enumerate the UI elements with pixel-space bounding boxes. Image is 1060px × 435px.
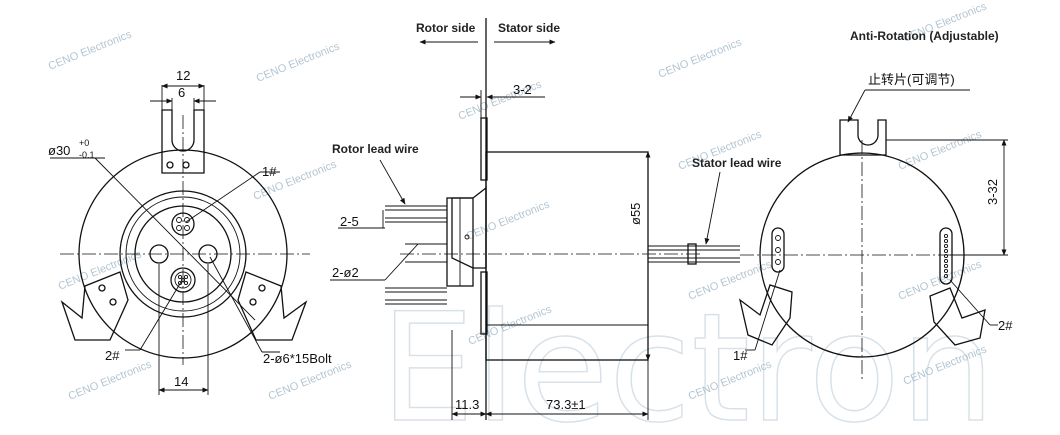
dim-14-label: 14	[174, 374, 188, 389]
watermark-7: CENO Electronics	[465, 198, 552, 243]
bolt-hole-left	[149, 244, 169, 264]
mark-1-label: 1#	[262, 164, 277, 179]
stop-piece-label: 止转片(可调节)	[868, 72, 955, 87]
front-view: 12 6 ø30 +0 -0.1 1# 2# 2-ø6*15Bolt 14	[48, 68, 332, 395]
rear-connector-2-pins	[943, 233, 949, 279]
watermark-1: CENO Electronics	[47, 28, 134, 73]
dim-2-5-label: 2-5	[340, 214, 359, 229]
bolt-label: 2-ø6*15Bolt	[263, 351, 332, 366]
rear-connector-1	[771, 227, 785, 273]
bracket-lower-left	[60, 271, 129, 341]
mark-2-label: 2#	[105, 348, 120, 363]
flange-top	[480, 117, 488, 181]
flange-bottom	[480, 271, 488, 335]
stator-side-label: Stator side	[498, 21, 560, 35]
watermark-2: CENO Electronics	[255, 40, 342, 85]
dim-3-32-label: 3-32	[985, 179, 1000, 205]
dim-11-3-label: 11.3	[455, 397, 479, 412]
bolt-hole-right	[198, 244, 218, 264]
watermark-14: CENO Electronics	[67, 358, 154, 403]
rear-mark-2-label: 2#	[998, 318, 1013, 333]
tol-top-label: +0	[79, 138, 89, 148]
anti-rotation-label: Anti-Rotation (Adjustable)	[850, 29, 999, 43]
dia-30-label: ø30	[48, 143, 70, 158]
dim-12-label: 12	[176, 68, 190, 83]
connector-2-circle	[170, 267, 196, 293]
rear-bracket-left	[738, 284, 793, 346]
dim-3-2-label: 3-2	[513, 82, 532, 97]
rotor-lead-label: Rotor lead wire	[332, 142, 419, 156]
top-bracket	[161, 109, 205, 174]
dia-55-label: ø55	[628, 203, 643, 225]
rear-mark-1-label: 1#	[733, 348, 748, 363]
rear-top-bracket	[839, 119, 887, 156]
watermark-4: CENO Electronics	[657, 36, 744, 81]
side-view: Rotor side Stator side Roto	[330, 18, 782, 420]
tol-bot-label: -0.1	[79, 150, 95, 160]
stator-lead-label: Stator lead wire	[692, 156, 782, 170]
rear-view: Anti-Rotation (Adjustable) 止转片(可调节) 3-32	[733, 29, 1013, 380]
dim-2-o2-label: 2-ø2	[332, 265, 359, 280]
big-watermark: Electron	[380, 282, 995, 435]
rotor-wires	[385, 205, 447, 305]
rear-connector-2	[939, 227, 953, 285]
rear-bracket-right	[929, 287, 986, 346]
watermark-9: CENO Electronics	[897, 128, 984, 173]
rotor-side-label: Rotor side	[416, 21, 476, 35]
bracket-lower-right	[237, 271, 308, 341]
dim-6-label: 6	[178, 85, 185, 100]
connector-1-circle	[171, 212, 195, 236]
stator-wire-grommet	[687, 243, 697, 265]
dim-73-3-label: 73.3±1	[546, 397, 586, 412]
